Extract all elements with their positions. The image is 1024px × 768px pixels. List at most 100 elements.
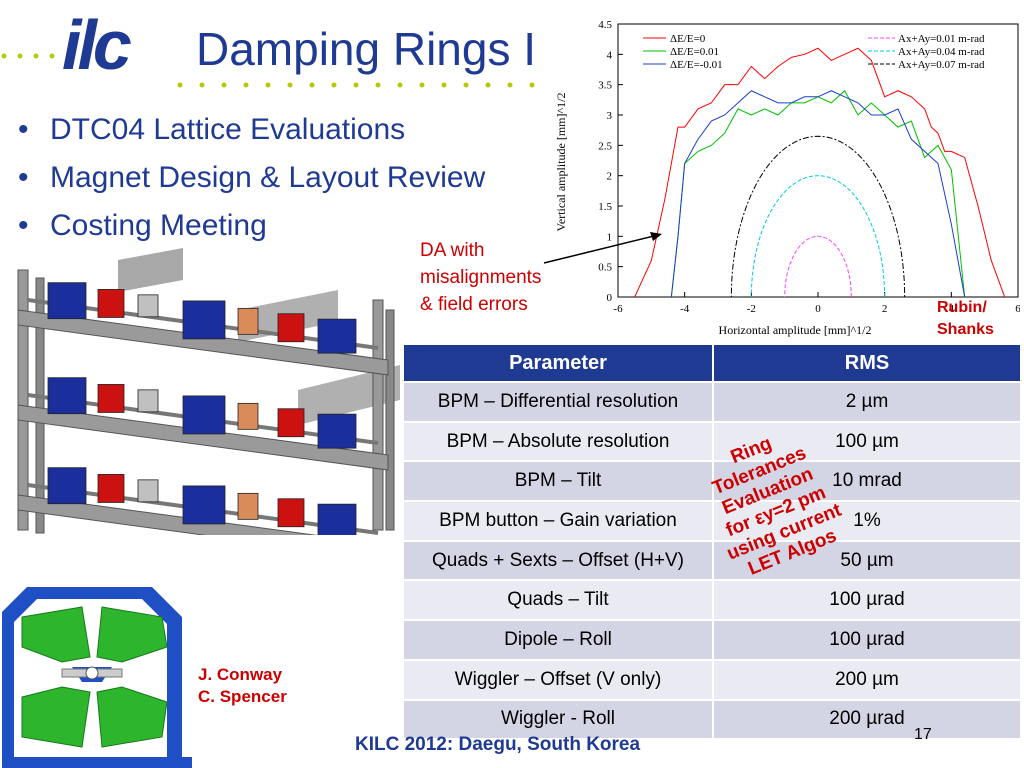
magnet-block (317, 318, 357, 354)
da-annotation: DA with misalignments & field errors (420, 240, 542, 315)
y-tick-label: 2.5 (598, 140, 612, 152)
table-cell: 100 µm (713, 420, 1022, 462)
magnet-block (277, 498, 305, 528)
x-tick-label: -4 (680, 303, 690, 315)
magnet-block (97, 384, 125, 413)
decorative-dots-left (1, 53, 55, 59)
magnet-block (237, 307, 259, 335)
table-cell: 2 µm (713, 381, 1022, 422)
magnet-layout-illustration (17, 248, 400, 535)
credit-rubin-shanks: Rubin/ Shanks (937, 299, 994, 338)
ilc-logo: ilc (62, 6, 132, 84)
line-series (670, 89, 966, 298)
table-cell: 100 µrad (713, 619, 1022, 660)
magnet-block (47, 467, 87, 505)
table-cell: Quads – Tilt (404, 579, 714, 621)
legend-label: ΔE/E=-0.01 (670, 59, 723, 71)
table-cell: 1% (713, 500, 1022, 541)
table-cell: BPM – Absolute resolution (404, 420, 714, 462)
table-cell: BPM button – Gain variation (404, 500, 714, 541)
magnet-block (137, 479, 159, 503)
bullet-item: •Magnet Design & Layout Review (18, 161, 486, 194)
legend-label: Ax+Ay=0.04 m-rad (898, 46, 985, 58)
magnet-block (137, 294, 159, 318)
tolerance-table: Parameter RMS BPM – Differential resolut… (404, 345, 1022, 739)
bullet-item: •DTC04 Lattice Evaluations (18, 113, 406, 146)
y-axis-label: Vertical amplitude [mm]^1/2 (555, 93, 568, 232)
magnet-block (182, 395, 226, 435)
magnet-block (237, 402, 259, 430)
x-tick-label: -6 (613, 303, 623, 315)
x-tick-label: 6 (1015, 303, 1020, 315)
x-tick-label: -2 (747, 303, 756, 315)
annotation-arrow (543, 232, 662, 264)
table-cell: BPM – Tilt (404, 460, 714, 502)
table-header-parameter: Parameter (404, 345, 714, 382)
table-cell: Quads + Sexts – Offset (H+V) (404, 539, 714, 581)
legend-label: ΔE/E=0.01 (670, 46, 719, 58)
table-cell: 50 µm (713, 539, 1022, 581)
y-tick-label: 4 (607, 49, 613, 61)
table-cell: 200 µrad (713, 698, 1022, 739)
y-tick-label: 0 (607, 292, 613, 304)
magnet-block (237, 492, 259, 520)
magnet-block (182, 485, 226, 525)
magnet-block (47, 377, 87, 415)
legend-label: Ax+Ay=0.07 m-rad (898, 59, 985, 71)
table-row: Quads + Sexts – Offset (H+V)50 µm (404, 539, 1022, 581)
decorative-dots-underline (177, 82, 535, 88)
legend-label: ΔE/E=0 (670, 33, 706, 45)
table-cell: BPM – Differential resolution (404, 381, 714, 422)
magnet-block (277, 313, 305, 343)
x-axis-label: Horizontal amplitude [mm]^1/2 (719, 323, 872, 337)
table-cell: Dipole – Roll (404, 619, 714, 660)
y-tick-label: 4.5 (598, 19, 612, 31)
table-header-row: Parameter RMS (404, 345, 1022, 382)
ellipse-series (784, 235, 852, 298)
y-tick-label: 2 (607, 171, 613, 183)
shelf-beam (17, 309, 389, 376)
shelf-beam (17, 494, 318, 535)
footer-conference: KILC 2012: Daegu, South Korea (355, 734, 641, 755)
table-header-rms: RMS (713, 345, 1022, 382)
credit-conway-spencer: J. Conway C. Spencer (198, 665, 287, 706)
table-cell: Wiggler - Roll (404, 698, 714, 739)
line-series (634, 47, 1006, 298)
magnet-block (47, 282, 87, 320)
magnet-block (317, 413, 357, 449)
y-tick-label: 1 (607, 231, 613, 243)
y-tick-label: 3 (607, 110, 613, 122)
shelf-beam (17, 404, 389, 471)
table-cell: 200 µm (713, 658, 1022, 700)
magnet-cross-section (2, 587, 192, 768)
page-number: 17 (914, 726, 932, 743)
slide-title: Damping Rings I (196, 23, 537, 75)
magnet-block (137, 389, 159, 413)
y-tick-label: 0.5 (598, 262, 612, 274)
magnet-block (97, 474, 125, 503)
table-cell: 100 µrad (713, 579, 1022, 621)
ellipse-series (750, 175, 886, 298)
ellipse-series (730, 135, 906, 298)
y-tick-label: 1.5 (598, 201, 612, 213)
table-row: Wiggler – Offset (V only)200 µm (404, 658, 1022, 700)
magnet-block (317, 503, 357, 535)
magnet-block (277, 408, 305, 438)
magnet-block (97, 289, 125, 318)
bullet-list: •DTC04 Lattice Evaluations •Magnet Desig… (18, 108, 485, 252)
x-tick-label: 0 (815, 303, 821, 315)
x-tick-label: 4 (949, 303, 955, 315)
legend-label: Ax+Ay=0.01 m-rad (898, 33, 985, 45)
bullet-item: •Costing Meeting (18, 209, 267, 242)
y-tick-label: 3.5 (598, 80, 612, 92)
line-series (670, 90, 966, 298)
table-cell: Wiggler – Offset (V only) (404, 658, 714, 700)
table-cell: 10 mrad (713, 460, 1022, 502)
